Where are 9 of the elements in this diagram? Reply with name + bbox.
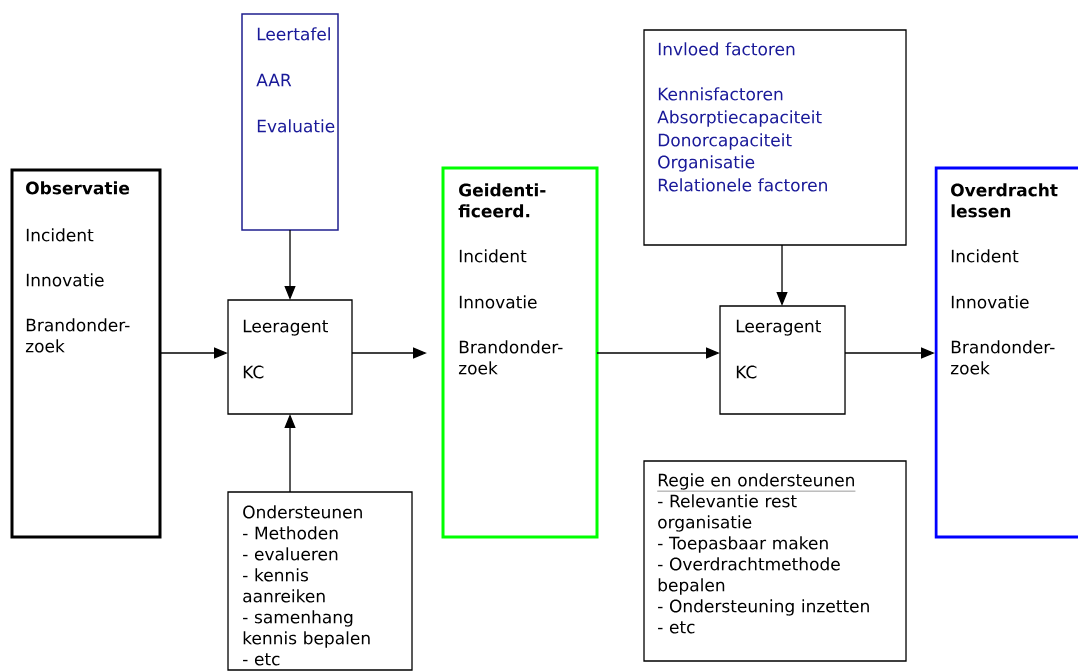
- text-box: Geidenti- ficeerd. Incident Innovatie Brandonder- zoek: [441, 166, 599, 539]
- text-box: Regie en ondersteunen - Relevantie rest organisatie - Toepasbaar maken - Overdrachtmethode bepalen - Ondersteuning inzetten - etc: [643, 460, 907, 662]
- process-box: Leeragent KC: [227, 299, 353, 415]
- text-box: Leertafel AAR Evaluatie: [241, 13, 339, 231]
- text-box: Ondersteunen - Methoden - evalueren - kennis aanreiken - samenhang kennis bepalen - etc: [227, 491, 413, 671]
- process-box: Leeragent KC: [719, 305, 846, 415]
- text-box: Overdracht lessen Incident Innovatie Brandonder- zoek: [934, 166, 1078, 539]
- text-box: Observatie Incident Innovatie Brandonder- zoek: [10, 168, 162, 539]
- text-box: Invloed factoren Kennisfactoren Absorptiecapaciteit Donorcapaciteit Organisatie Relationele factoren: [643, 29, 907, 246]
